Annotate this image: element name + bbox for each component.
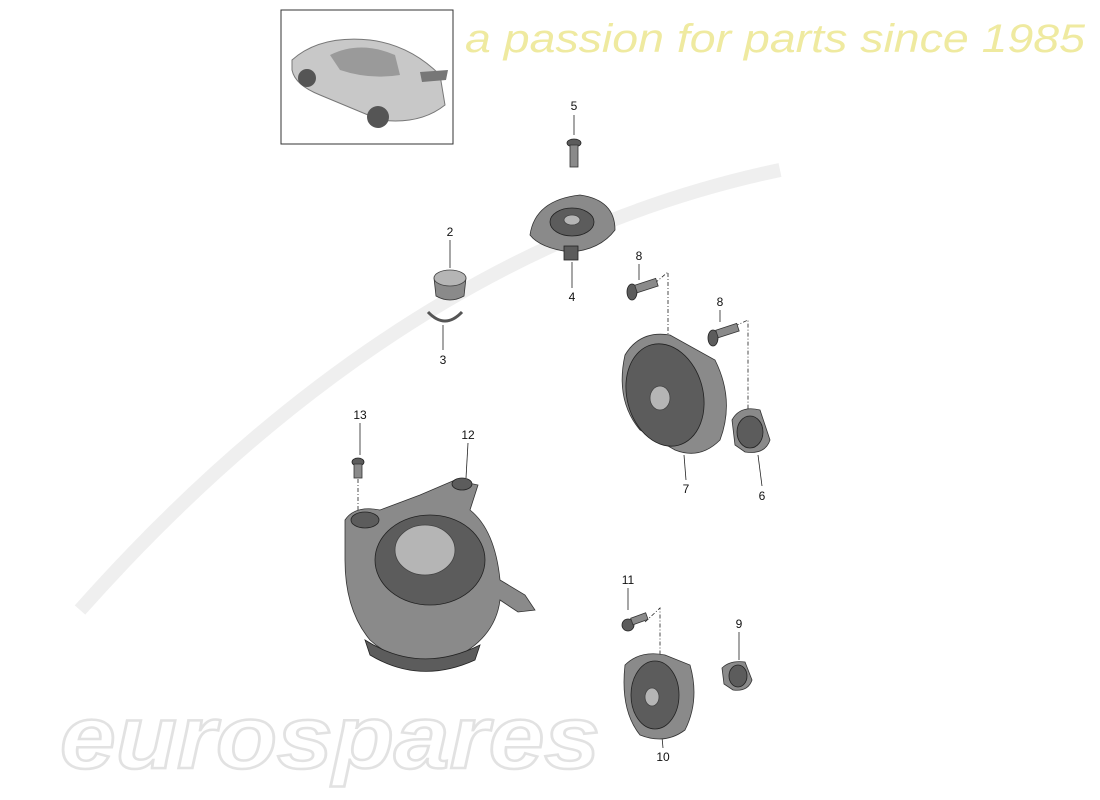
- watermark-brand: eurospares: [60, 688, 600, 788]
- part-9-tweeter[interactable]: [721, 661, 753, 691]
- callout-8a: 8: [636, 249, 643, 263]
- car-rear-view-icon: [291, 38, 448, 128]
- part-4-bracket[interactable]: [529, 194, 616, 261]
- part-8-screw-a[interactable]: [626, 277, 659, 301]
- callout-12: 12: [461, 428, 475, 442]
- callout-6: 6: [759, 489, 766, 503]
- callout-10: 10: [656, 750, 670, 764]
- part-8-screw-b[interactable]: [707, 322, 740, 347]
- part-5-screw[interactable]: [566, 138, 582, 168]
- callout-13: 13: [353, 408, 367, 422]
- part-3-clip[interactable]: [426, 310, 464, 323]
- callout-3: 3: [440, 353, 447, 367]
- callout-2: 2: [447, 225, 454, 239]
- part-6-tweeter[interactable]: [731, 408, 771, 453]
- part-7-speaker[interactable]: [615, 333, 727, 455]
- watermark: eurospares a passion for parts since 198…: [59, 17, 1086, 789]
- callout-labels: 5 2 4 8 8 3 13 12 7 6 11 9 10: [353, 99, 765, 764]
- car-thumbnail: [280, 9, 454, 145]
- part-2-tweeter[interactable]: [433, 269, 467, 301]
- part-12-subwoofer-housing[interactable]: [344, 477, 536, 672]
- callout-9: 9: [736, 617, 743, 631]
- part-10-speaker[interactable]: [623, 653, 695, 740]
- watermark-tagline: a passion for parts since 1985: [465, 17, 1086, 61]
- callout-5: 5: [571, 99, 578, 113]
- part-11-screw[interactable]: [621, 612, 649, 632]
- callout-8b: 8: [717, 295, 724, 309]
- watermark-swoosh: [74, 163, 782, 615]
- part-13-bolt[interactable]: [351, 457, 365, 479]
- callout-7: 7: [683, 482, 690, 496]
- callout-11: 11: [622, 573, 635, 587]
- callout-4: 4: [569, 290, 576, 304]
